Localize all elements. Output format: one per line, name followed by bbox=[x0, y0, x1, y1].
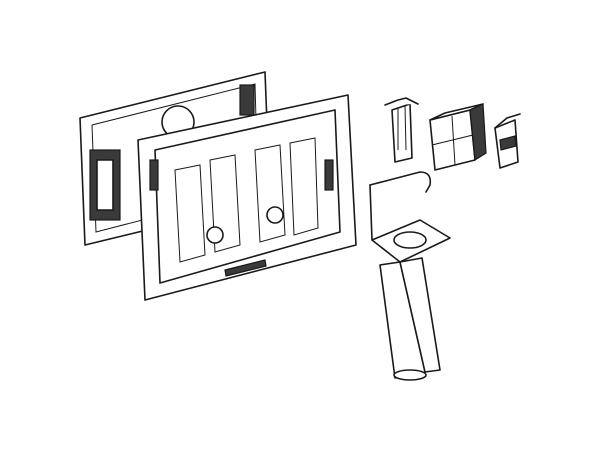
front-frame bbox=[137, 94, 357, 301]
holder-part bbox=[494, 113, 521, 169]
clip-part bbox=[384, 97, 419, 163]
stand-part bbox=[369, 171, 451, 381]
bracket-part bbox=[429, 103, 487, 171]
